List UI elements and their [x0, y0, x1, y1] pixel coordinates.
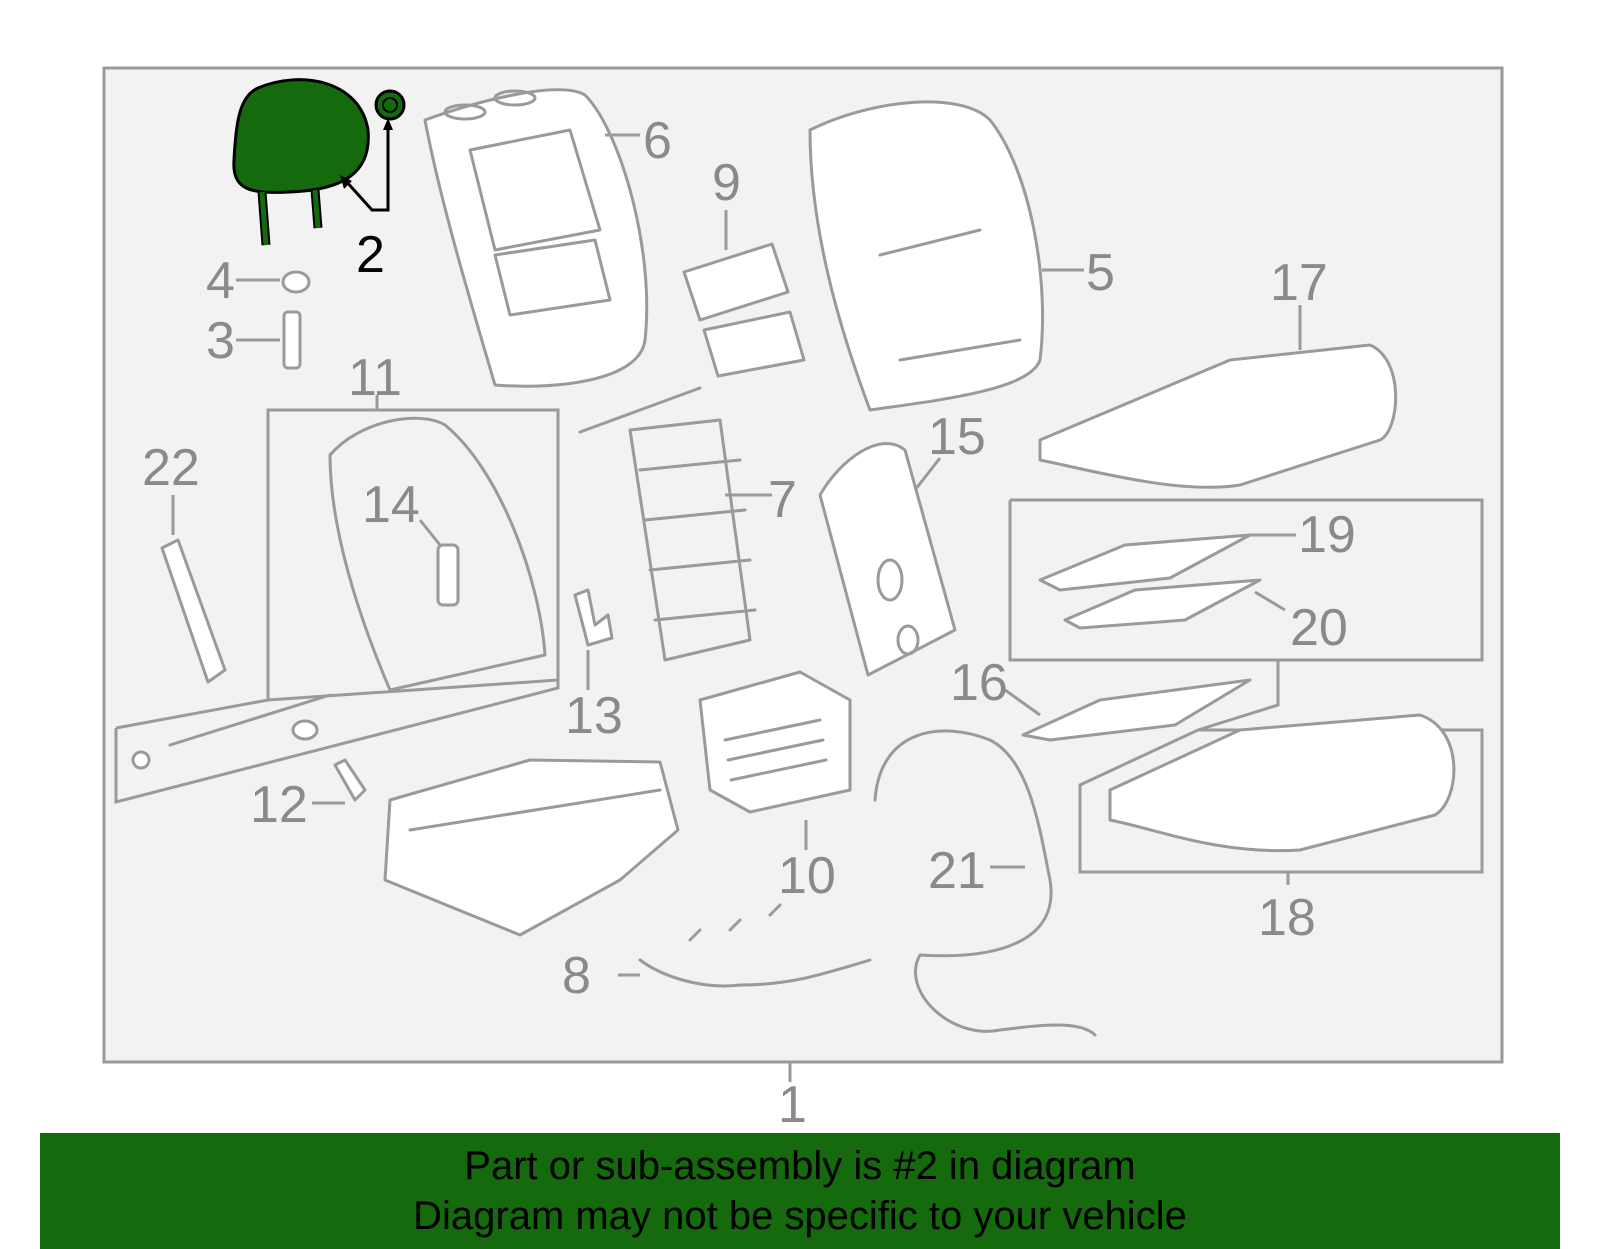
callout-15: 15: [928, 408, 986, 466]
callout-4: 4: [206, 252, 235, 310]
guide-part-3: [236, 310, 302, 370]
harness-part-8: [618, 903, 872, 988]
banner-line-1: Part or sub-assembly is #2 in diagram: [464, 1144, 1136, 1188]
callout-22: 22: [142, 439, 200, 497]
cushion-cover-box-18: [1078, 713, 1484, 885]
callout-21: 21: [928, 842, 986, 900]
seatback-rear-part-6: [423, 88, 649, 388]
trim-part-22: [160, 495, 227, 684]
motor-part-10: [698, 670, 852, 850]
callout-12: 12: [250, 776, 308, 834]
callout-5: 5: [1086, 244, 1115, 302]
callout-13: 13: [565, 687, 623, 745]
bracket-part-13: [573, 588, 614, 690]
callout-18: 18: [1258, 889, 1316, 947]
callout-6: 6: [643, 112, 672, 170]
callout-16: 16: [950, 654, 1008, 712]
heater-group-box: [1004, 498, 1484, 742]
callout-19: 19: [1298, 506, 1356, 564]
frame-group-box-11: [266, 395, 560, 700]
callout-8: 8: [562, 947, 591, 1005]
callout-3: 3: [206, 312, 235, 370]
callout-1: 1: [778, 1076, 807, 1134]
diagram-frame: [102, 66, 1504, 1064]
callout-7: 7: [768, 471, 797, 529]
callout-10: 10: [778, 847, 836, 905]
lever-part-12: [312, 758, 367, 805]
lumbar-part-9: [682, 210, 806, 378]
callout-14: 14: [362, 476, 420, 534]
callout-9: 9: [712, 154, 741, 212]
callout-17: 17: [1270, 254, 1328, 312]
seatback-cover-part-5: [808, 100, 1084, 412]
cushion-pad-part-17: [1038, 305, 1398, 489]
spring-mat-part-7: [578, 386, 772, 662]
panel-part-15: [818, 442, 957, 677]
harness-part-21: [873, 729, 1097, 1037]
guide-part-4: [236, 270, 311, 294]
callout-11: 11: [348, 349, 402, 407]
bottom-strip-parts: [114, 678, 560, 804]
banner-line-2: Diagram may not be specific to your vehi…: [413, 1194, 1187, 1238]
notice-banner: Part or sub-assembly is #2 in diagram Di…: [40, 1133, 1560, 1249]
seat-adjuster-base: [383, 758, 680, 937]
callout-2: 2: [356, 226, 385, 284]
headrest-part-2[interactable]: [232, 78, 406, 246]
callout-20: 20: [1290, 599, 1348, 657]
